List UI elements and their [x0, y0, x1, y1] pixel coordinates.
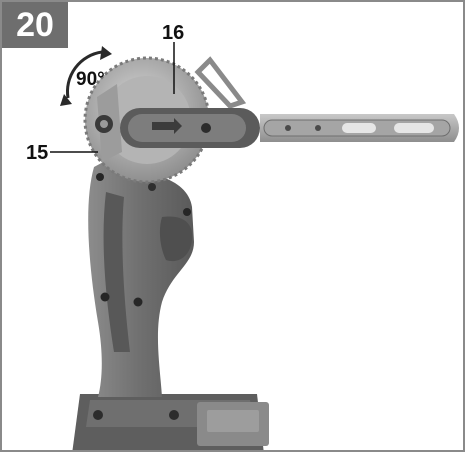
callout-15: 15 [26, 142, 49, 164]
callout-16: 16 [162, 22, 185, 44]
figure-number-badge: 20 [2, 2, 68, 48]
belt-arm [120, 108, 459, 148]
rotate-arrow-icon [60, 46, 112, 106]
tension-lever [194, 56, 247, 109]
rotation-label: 90° [76, 69, 105, 90]
handle-housing [88, 152, 194, 397]
battery-base [72, 394, 269, 450]
